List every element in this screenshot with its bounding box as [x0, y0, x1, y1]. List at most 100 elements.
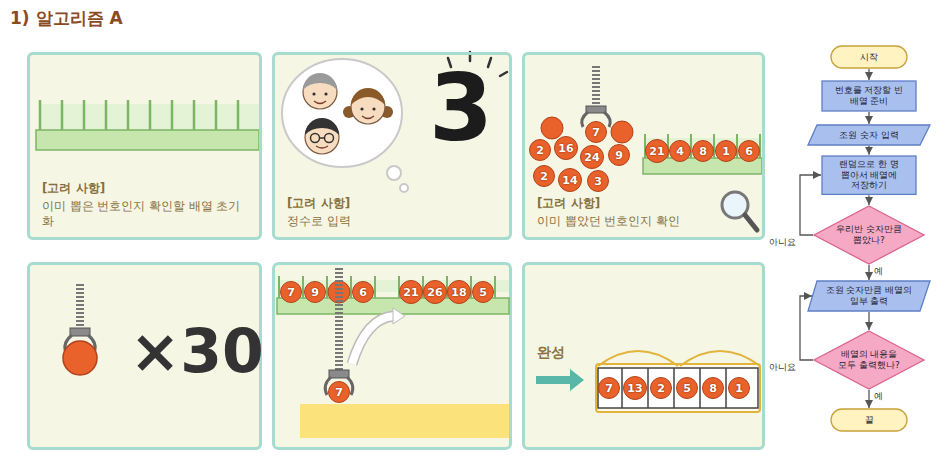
decision-diamond: 우리반 숫자만큼 뽑았나? [813, 205, 925, 265]
claw-machine-part [592, 66, 600, 106]
ball-number: 16 [554, 136, 578, 160]
student-face-part [316, 146, 328, 148]
flow-connector [868, 146, 869, 155]
claw-machine-part [63, 341, 97, 375]
ball-number: 9 [304, 281, 326, 303]
note-heading: [고려 사항] [537, 196, 714, 211]
panel-background-part [272, 52, 512, 240]
yellow-floor-part [300, 404, 509, 438]
claw-machine-part [70, 328, 90, 336]
ball-number: 3 [587, 170, 609, 192]
done-arrow-part [536, 369, 584, 391]
node-label: 끝 [836, 415, 902, 426]
io-parallelogram: 조원 숫자만큼 배열의 일부 출력 [807, 280, 931, 312]
note-heading: [고려 사항] [42, 181, 249, 196]
flow-connector [868, 112, 869, 124]
process-box: 랜덤으로 한 명 뽑아서 배열에 저장하기 [821, 155, 917, 195]
claw-machine [63, 284, 97, 375]
array-tray [643, 134, 762, 174]
student-face-part [312, 92, 315, 95]
student-face-part [305, 118, 339, 135]
decision-diamond-shape [814, 206, 924, 264]
move-arrow-part [393, 308, 405, 324]
comic-panel-part [274, 264, 511, 449]
ball-number: 7 [585, 121, 607, 143]
claw-machine-part [335, 268, 343, 370]
student-face-part [324, 92, 327, 95]
comic-panel [274, 264, 511, 449]
result-array [596, 351, 760, 412]
empty-array-tray-part [36, 130, 259, 150]
caption-block: [고려 사항]정수로 입력 [287, 196, 499, 229]
ball-number: 21 [399, 280, 423, 304]
ball-pile-part [541, 117, 563, 139]
ball-number: 14 [558, 168, 582, 192]
ball-number: 2 [529, 139, 551, 161]
caption-block: [고려 사항]이미 뽑은 번호인지 확인할 배열 초기화 [42, 181, 249, 229]
flow-connector [868, 265, 869, 280]
flow-connector [868, 69, 869, 80]
big-number: 3 [429, 63, 493, 155]
claw-machine [582, 66, 610, 127]
ball-number: 5 [472, 281, 494, 303]
ball-number: 2 [533, 165, 555, 187]
ball-number: 1 [728, 377, 750, 399]
decision-diamond-shape [814, 331, 924, 389]
move-arrow [352, 308, 405, 364]
multiplier-text: ×30 [130, 321, 264, 381]
student-face-part [320, 137, 325, 139]
comic-panel: [고려 사항]정수로 입력 3 [272, 52, 512, 240]
student-face-part [303, 73, 337, 90]
io-parallelogram-shape [808, 125, 930, 145]
result-array-part [622, 368, 726, 408]
panel-background-part [27, 52, 262, 240]
node-label: 배열의 내용을 모두 출력했나? [834, 349, 903, 371]
ball-number: 24 [580, 145, 604, 169]
comic-panel: [고려 사항]이미 뽑은 번호인지 확인할 배열 초기화 [27, 52, 262, 240]
claw-machine-part [329, 370, 349, 378]
node-label: 번호를 저장할 빈 배열 준비 [825, 85, 913, 107]
ball-number: 13 [623, 376, 647, 400]
ball-number: 18 [447, 280, 471, 304]
thought-bubble-part [282, 59, 402, 167]
student-face-part [362, 116, 374, 119]
claw-machine-part [586, 106, 606, 113]
yellow-floor [300, 404, 509, 438]
result-array-part [596, 364, 760, 412]
terminal-node-shape [831, 409, 907, 431]
io-parallelogram-shape [808, 281, 930, 311]
student-face-part [314, 101, 326, 104]
move-arrow-part [352, 316, 394, 364]
ball-number: 7 [328, 381, 350, 403]
flow-connector [868, 312, 869, 330]
claw-machine-part [76, 284, 84, 328]
result-array-part [598, 368, 758, 408]
ball-number: 1 [715, 140, 737, 162]
title-heading: 1) 알고리즘 A [10, 7, 123, 30]
process-box-shape [822, 81, 916, 111]
note-text: 이미 뽑았던 번호인지 확인 [537, 214, 714, 229]
ball-number: 9 [608, 144, 630, 166]
student-face-part [311, 134, 320, 143]
ball-number: 2 [650, 377, 672, 399]
thought-bubble [282, 59, 408, 192]
student-face-part [372, 107, 375, 110]
node-label: 시작 [836, 52, 902, 63]
terminal-node: 시작 [830, 45, 908, 69]
magnifier-icon-part [745, 215, 757, 230]
process-box-shape [822, 156, 916, 194]
thought-bubble-part [387, 166, 401, 180]
io-parallelogram: 조원 숫자 입력 [807, 124, 931, 146]
ball-number: 8 [692, 140, 714, 162]
result-array-part [598, 351, 760, 366]
student-face-part [351, 88, 385, 105]
ball-number: 4 [669, 140, 691, 162]
flow-connector [800, 175, 821, 235]
ball-number: 5 [676, 377, 698, 399]
ball-number: 7 [280, 281, 302, 303]
ball-number: 7 [598, 377, 620, 399]
panel-background [27, 52, 765, 450]
caption-block: [고려 사항] 이미 뽑았던 번호인지 확인 [537, 196, 714, 229]
